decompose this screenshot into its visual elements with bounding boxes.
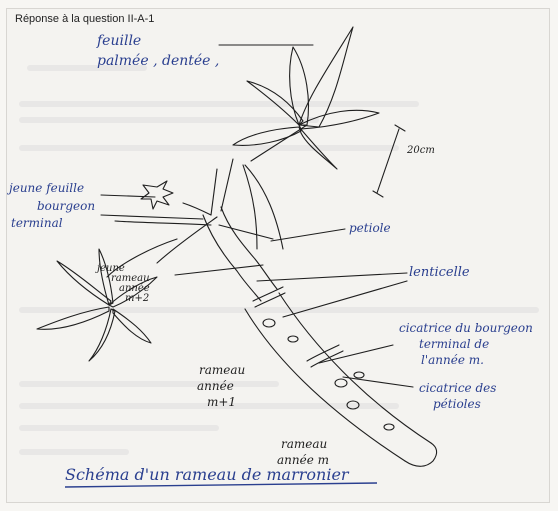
label-jeune-rameau-2: rameau xyxy=(111,273,150,284)
petiole-line xyxy=(156,216,218,264)
branch-outline xyxy=(202,214,262,302)
label-bourgeon: bourgeon xyxy=(37,199,96,213)
show-through-text xyxy=(19,145,399,151)
label-jeune-rameau-4: m+2 xyxy=(125,293,150,304)
answer-sheet: Réponse à la question II-A-1 xyxy=(6,8,550,503)
branch-outline xyxy=(244,308,406,462)
label-jeune-rameau: jeune xyxy=(97,263,125,274)
label-cicatrice-petioles: cicatrice des xyxy=(419,381,497,395)
label-rameau-m1: rameau xyxy=(199,363,246,377)
label-cicatrice-petioles-2: pétioles xyxy=(433,397,481,411)
pointer-line xyxy=(100,194,156,198)
twig xyxy=(218,224,274,240)
petiole-line xyxy=(182,202,212,216)
petiole-scar xyxy=(334,378,348,388)
label-cicatrice-bourgeon: cicatrice du bourgeon xyxy=(399,321,533,335)
branch-end xyxy=(404,442,438,467)
pointer-line xyxy=(100,214,204,220)
label-scale: 20cm xyxy=(407,145,435,156)
petiole-scar xyxy=(353,371,365,379)
pointer-line xyxy=(342,376,414,388)
drawing-title: Schéma d'un rameau de marronier xyxy=(65,465,349,484)
pointer-line xyxy=(318,344,394,364)
label-rameau-m1-year: m+1 xyxy=(207,395,237,409)
pointer-line xyxy=(174,264,264,276)
twig xyxy=(220,158,234,212)
title-underline xyxy=(64,482,378,488)
pointer-line xyxy=(256,272,408,282)
show-through-text xyxy=(19,381,279,387)
question-header: Réponse à la question II-A-1 xyxy=(15,13,155,25)
pointer-line xyxy=(270,228,346,242)
palmate-leaf-left xyxy=(36,248,158,362)
show-through-text xyxy=(27,65,147,71)
bud-scar-ring xyxy=(310,350,344,368)
petiole-scar xyxy=(346,400,360,410)
scale-bar xyxy=(372,124,406,198)
petiole-line xyxy=(114,220,212,226)
petiole-line xyxy=(106,238,178,278)
show-through-text xyxy=(19,307,539,313)
pointer-line xyxy=(282,280,408,318)
label-lenticelle: lenticelle xyxy=(409,265,470,280)
label-rameau-m1-annee: année xyxy=(197,379,234,393)
palmate-leaf-top xyxy=(232,26,380,170)
label-cicatrice-bourgeon-3: l'année m. xyxy=(421,353,484,367)
young-leaf xyxy=(140,180,174,210)
show-through-text xyxy=(19,449,129,455)
label-terminal: terminal xyxy=(11,216,63,230)
label-rameau-m-annee: année m xyxy=(277,453,330,467)
label-feuille: feuille xyxy=(97,33,142,49)
label-jeune-rameau-3: année xyxy=(119,283,150,294)
petiole-scar xyxy=(383,423,395,431)
show-through-text xyxy=(19,117,319,123)
label-rameau-m: rameau xyxy=(281,437,328,451)
branch-outline xyxy=(220,206,278,290)
bud-scar-ring xyxy=(252,286,284,302)
petiole-scar xyxy=(262,318,276,328)
show-through-text xyxy=(19,101,419,107)
petiole-line xyxy=(244,164,284,250)
branch-outline xyxy=(278,292,432,444)
petiole-scar xyxy=(287,335,299,343)
petiole-line xyxy=(242,164,258,250)
show-through-text xyxy=(19,425,219,431)
branch-drawing xyxy=(36,26,438,488)
bud-scar-ring xyxy=(306,344,340,362)
label-petiole: petiole xyxy=(349,221,391,235)
twig xyxy=(210,168,218,216)
label-cicatrice-bourgeon-2: terminal de xyxy=(419,337,490,351)
label-feuille-detail: palmée , dentée , xyxy=(97,53,220,69)
label-jeune-feuille: jeune feuille xyxy=(9,181,85,195)
show-through-text xyxy=(19,403,399,409)
bud-scar-ring xyxy=(254,292,286,308)
